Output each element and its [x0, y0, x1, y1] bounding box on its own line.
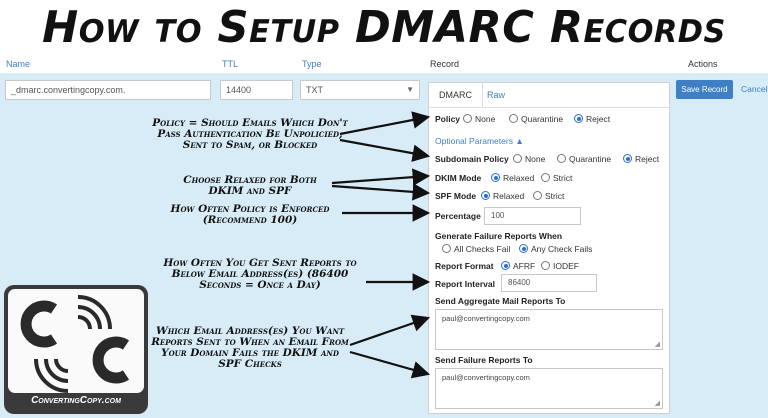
aggregate-reports-value: paul@convertingcopy.com	[442, 314, 530, 323]
policy-option-none[interactable]: None	[463, 114, 495, 124]
policy-label: Policy	[435, 114, 461, 124]
arrow-to-policy	[339, 111, 431, 136]
column-header-actions: Actions	[688, 59, 718, 69]
column-header-record: Record	[430, 59, 460, 69]
banner-title: How to Setup DMARC Records	[42, 2, 726, 53]
arrow-to-spf-mode	[331, 183, 431, 201]
subdomain-option-none[interactable]: None	[513, 154, 545, 164]
chevron-down-icon: ▼	[406, 85, 414, 94]
arrow-to-dkim-mode	[331, 168, 431, 186]
annotation-report-addresses: Which Email Address(es) You Want Reports…	[151, 325, 349, 370]
radio-selected-icon	[491, 173, 500, 182]
radio-icon	[533, 191, 542, 200]
optional-parameters-toggle[interactable]: Optional Parameters ▲	[435, 136, 524, 146]
ttl-input[interactable]: 14400	[220, 80, 293, 100]
record-editor-panel: DMARC Raw Policy None Quarantine Reject …	[428, 82, 671, 414]
radio-icon	[442, 244, 451, 253]
subdomain-option-quarantine[interactable]: Quarantine	[557, 154, 611, 164]
logo-text: ConvertingCopy.com	[31, 395, 121, 406]
column-header-type: Type	[302, 59, 322, 69]
column-header-ttl: TTL	[222, 59, 239, 69]
failure-reports-to-label: Send Failure Reports To	[435, 355, 533, 365]
percentage-input[interactable]: 100	[484, 207, 581, 225]
name-input[interactable]: _dmarc.convertingcopy.com.	[5, 80, 211, 100]
failure-reports-value: paul@convertingcopy.com	[442, 373, 530, 382]
resize-handle-icon[interactable]: ◢	[654, 400, 660, 407]
radio-icon	[541, 173, 550, 182]
radio-icon	[513, 154, 522, 163]
radio-selected-icon	[519, 244, 528, 253]
column-header-row: Name TTL Type Record Actions	[0, 56, 768, 73]
report-format-label: Report Format	[435, 261, 494, 271]
radio-icon	[463, 114, 472, 123]
chevron-up-icon: ▲	[515, 136, 524, 146]
report-format-option-iodef[interactable]: IODEF	[541, 261, 579, 271]
radio-icon	[557, 154, 566, 163]
failure-reports-textarea[interactable]: paul@convertingcopy.com ◢	[435, 368, 663, 409]
annotation-relaxed: Choose Relaxed for Both DKIM and SPF	[183, 174, 317, 197]
radio-icon	[541, 261, 550, 270]
report-interval-label: Report Interval	[435, 279, 495, 289]
convertingcopy-logo: ConvertingCopy.com	[4, 285, 148, 414]
type-select[interactable]: TXT ▼	[300, 80, 420, 100]
arrow-to-failure-reports	[349, 350, 431, 379]
dkim-option-strict[interactable]: Strict	[541, 173, 572, 183]
save-record-button[interactable]: Save Record	[676, 80, 733, 99]
percentage-label: Percentage	[435, 211, 481, 221]
cancel-button[interactable]: Cancel	[741, 84, 768, 94]
policy-option-reject[interactable]: Reject	[574, 114, 610, 124]
radio-selected-icon	[623, 154, 632, 163]
logo-cc-icon	[20, 295, 130, 393]
annotation-report-interval: How Often You Get Sent Reports to Below …	[163, 257, 357, 291]
spf-mode-label: SPF Mode	[435, 191, 477, 201]
radio-selected-icon	[574, 114, 583, 123]
title-banner: How to Setup DMARC Records	[0, 0, 768, 56]
spf-option-strict[interactable]: Strict	[533, 191, 564, 201]
policy-option-quarantine[interactable]: Quarantine	[509, 114, 563, 124]
radio-selected-icon	[501, 261, 510, 270]
dkim-mode-label: DKIM Mode	[435, 173, 482, 183]
radio-selected-icon	[481, 191, 490, 200]
failure-reports-when-label: Generate Failure Reports When	[435, 231, 563, 241]
arrow-to-subdomain-policy	[339, 138, 431, 162]
arrow-to-aggregate-reports	[349, 314, 431, 347]
failure-option-all-checks-fail[interactable]: All Checks Fail	[442, 244, 510, 254]
tab-dmarc[interactable]: DMARC	[429, 83, 483, 107]
subdomain-option-reject[interactable]: Reject	[623, 154, 659, 164]
aggregate-reports-textarea[interactable]: paul@convertingcopy.com ◢	[435, 309, 663, 350]
annotation-percentage: How Often Policy is Enforced (Recommend …	[170, 203, 330, 226]
report-interval-input[interactable]: 86400	[501, 274, 597, 292]
logo-emblem	[8, 289, 144, 393]
column-header-name: Name	[6, 59, 31, 69]
failure-option-any-check-fails[interactable]: Any Check Fails	[519, 244, 592, 254]
report-format-option-afrf[interactable]: AFRF	[501, 261, 535, 271]
aggregate-reports-label: Send Aggregate Mail Reports To	[435, 296, 566, 306]
type-select-value: TXT	[306, 85, 323, 95]
spf-option-relaxed[interactable]: Relaxed	[481, 191, 524, 201]
dkim-option-relaxed[interactable]: Relaxed	[491, 173, 534, 183]
tab-raw[interactable]: Raw	[487, 90, 506, 100]
subdomain-policy-label: Subdomain Policy	[435, 154, 509, 164]
tab-divider	[429, 107, 671, 108]
annotation-policy: Policy = Should Emails Which Don't Pass …	[152, 117, 348, 151]
radio-icon	[509, 114, 518, 123]
resize-handle-icon[interactable]: ◢	[654, 341, 660, 348]
